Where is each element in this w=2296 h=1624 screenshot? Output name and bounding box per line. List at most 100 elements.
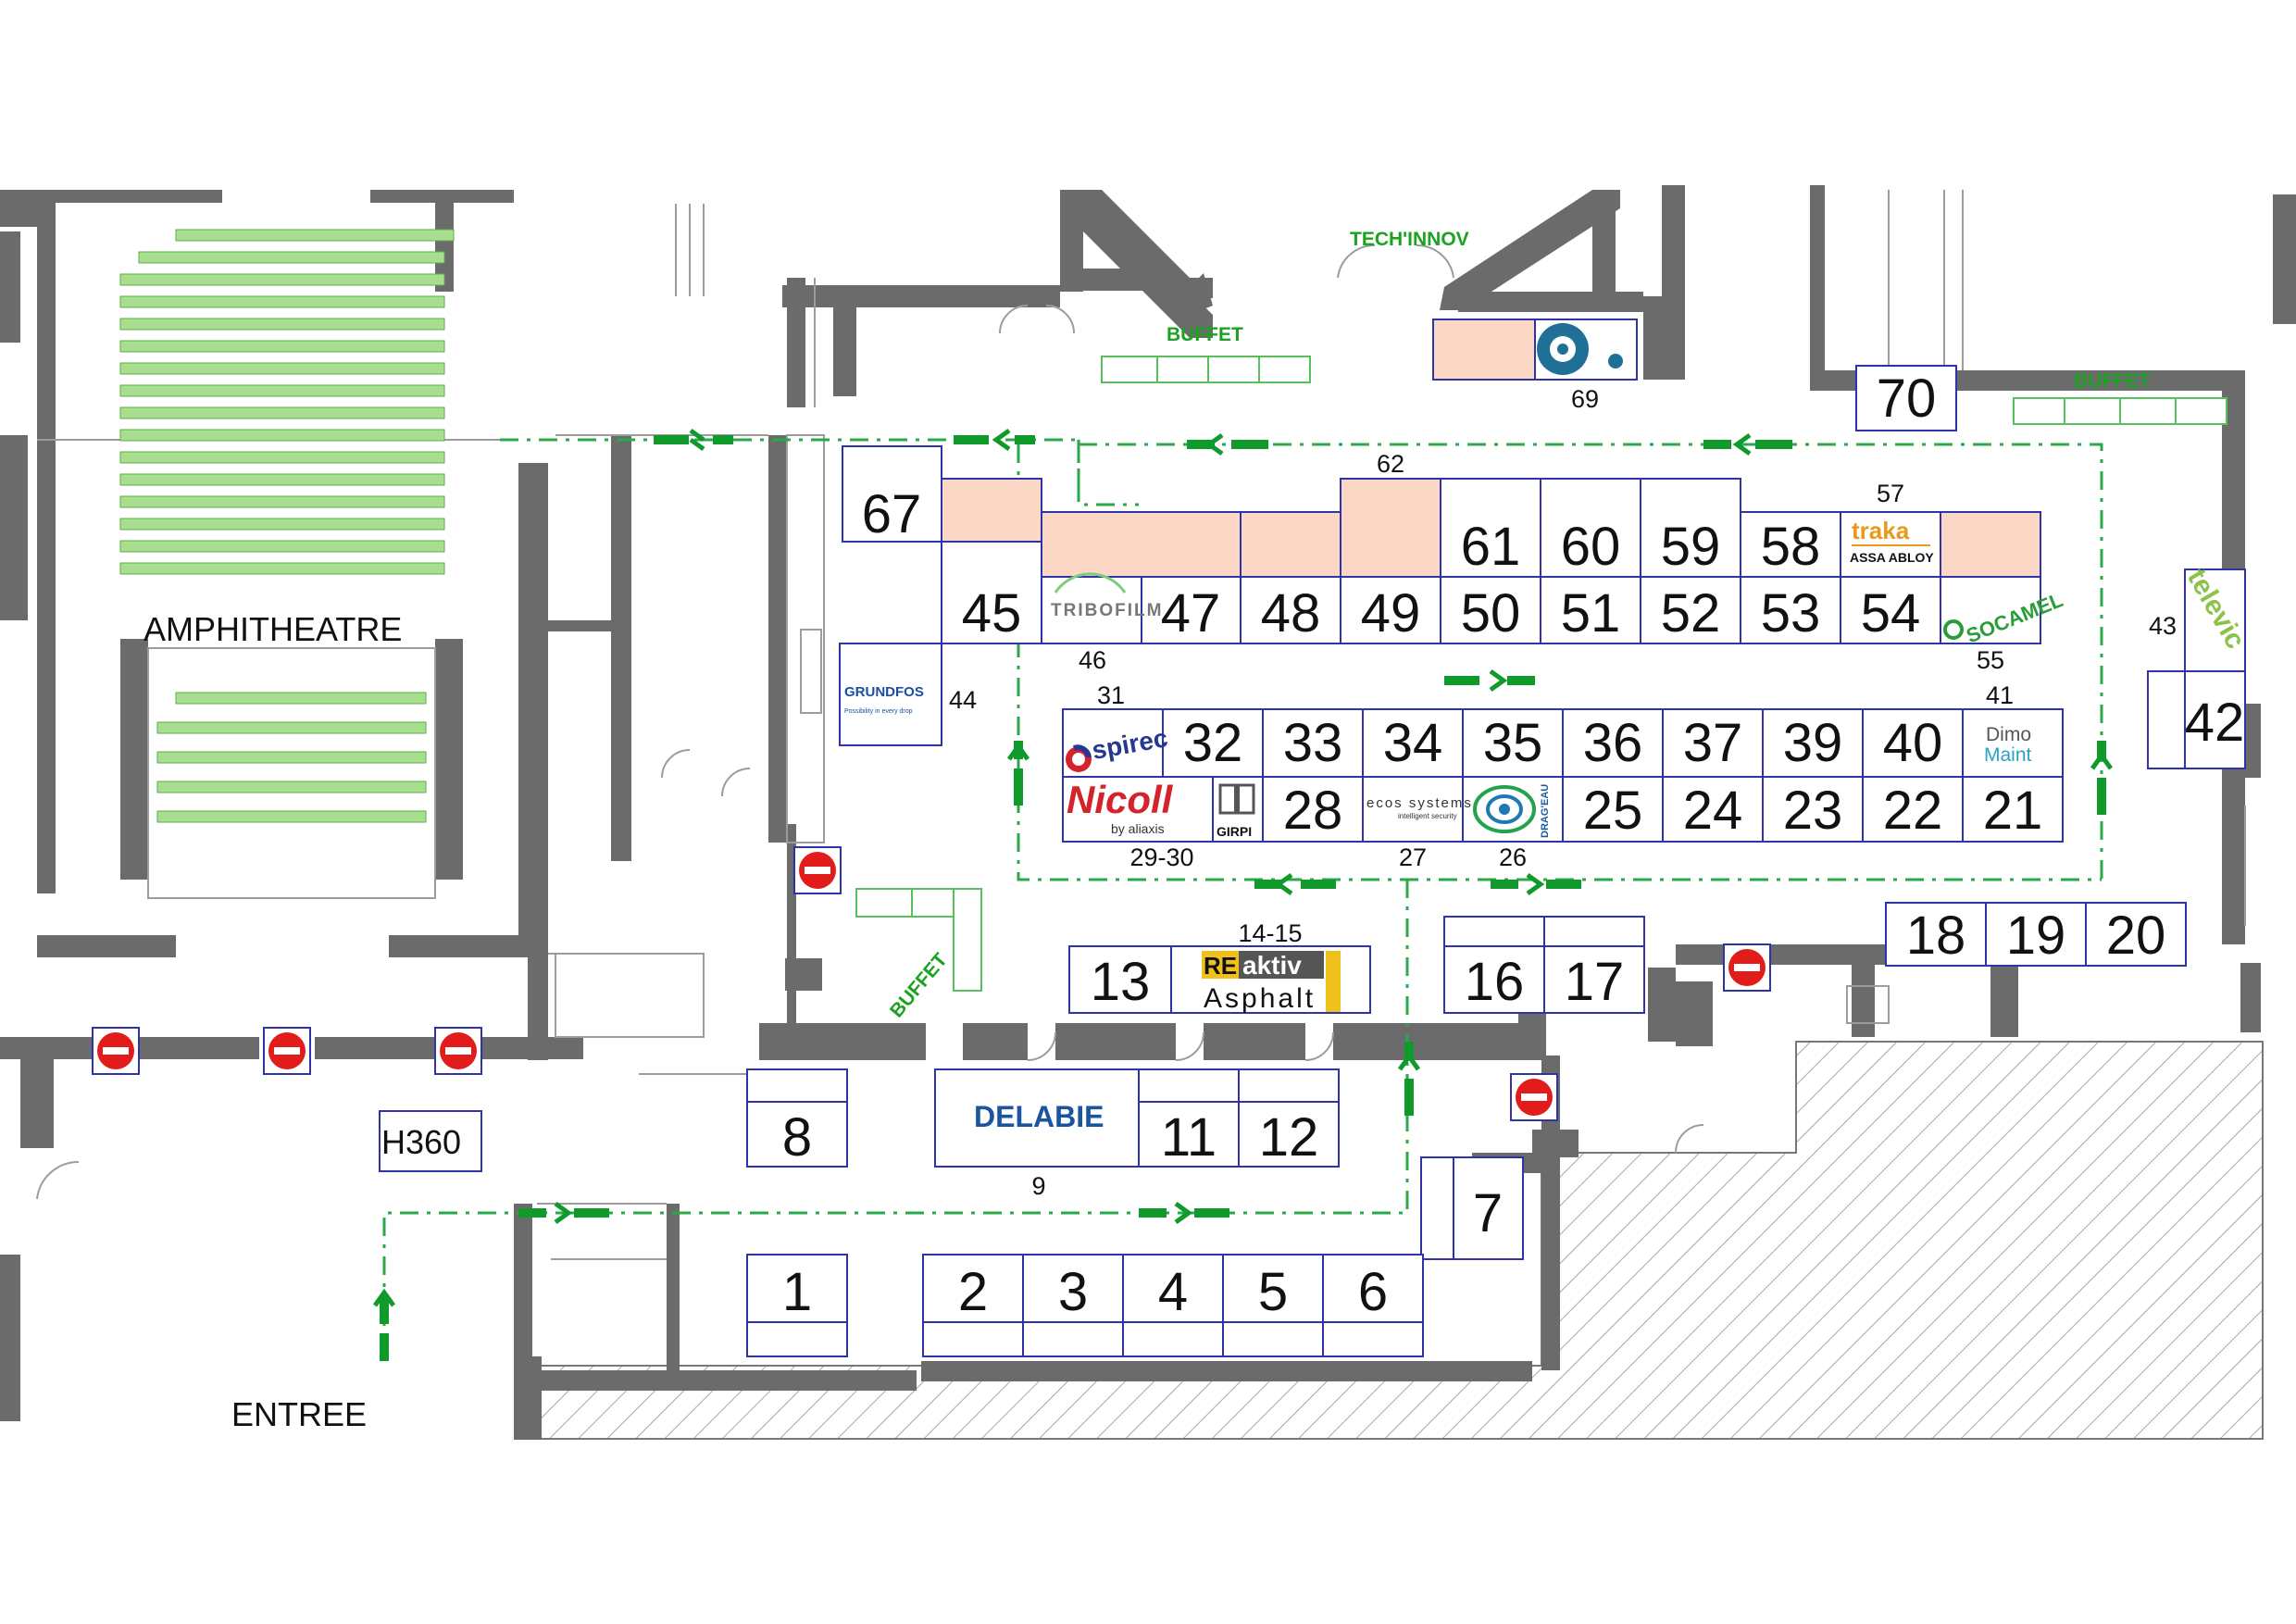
- arrow-left-icon: [1732, 432, 1752, 456]
- grundfos-tagline: Possibility in every drop: [844, 708, 913, 715]
- booth-70[interactable]: 70: [1877, 369, 1937, 429]
- booth-53[interactable]: 53: [1761, 583, 1821, 643]
- girpi-logo[interactable]: GIRPI: [1217, 783, 1255, 839]
- nicoll-logo[interactable]: Nicoll by aliaxis: [1067, 778, 1174, 836]
- stand-label-14-15: 14-15: [1238, 919, 1302, 947]
- buffet-label-center: BUFFET: [1167, 324, 1243, 345]
- stand-label-46: 46: [1079, 646, 1106, 674]
- booth-16[interactable]: 16: [1465, 952, 1525, 1012]
- booth-4[interactable]: 4: [1158, 1262, 1188, 1322]
- ecos-tagline: intelligent security: [1398, 812, 1457, 820]
- booth-19[interactable]: 19: [2006, 906, 2066, 966]
- stand-label-43: 43: [2149, 612, 2177, 640]
- booth-32[interactable]: 32: [1183, 713, 1243, 773]
- grundfos-logo[interactable]: GRUNDFOS Possibility in every drop: [844, 684, 924, 715]
- area-labels: AMPHITHEATRE ENTREE TECH'INNOV BUFFET BU…: [144, 229, 2151, 1433]
- booth-28[interactable]: 28: [1283, 781, 1343, 841]
- delabie-logo[interactable]: DELABIE: [974, 1100, 1104, 1133]
- amphitheatre-seats: [119, 229, 455, 899]
- grundfos-text: GRUNDFOS: [844, 684, 924, 700]
- seat-rows-upper: [119, 229, 455, 575]
- no-entry-icon: [434, 1027, 482, 1075]
- booth-13[interactable]: 13: [1091, 952, 1151, 1012]
- h360-label[interactable]: H360: [381, 1123, 461, 1161]
- booth-33[interactable]: 33: [1283, 713, 1343, 773]
- reaktiv-aktiv-text: aktiv: [1242, 951, 1302, 980]
- booth-numbers: 67 45 47 48 49 50 51 52 53 54 61 60 59 5…: [782, 369, 2244, 1322]
- stand-label-57: 57: [1877, 480, 1904, 507]
- stand-labels: 62 57 69 46 55 44 31 41 43 29-30 27 26 1…: [949, 385, 2177, 1200]
- arrow-right-icon: [554, 1201, 573, 1225]
- booth-20[interactable]: 20: [2106, 906, 2166, 966]
- stand-label-9: 9: [1031, 1172, 1045, 1200]
- booth-61[interactable]: 61: [1461, 517, 1521, 577]
- booth-18[interactable]: 18: [1906, 906, 1966, 966]
- booth-23[interactable]: 23: [1783, 781, 1843, 841]
- arrow-up-icon: [372, 1288, 396, 1307]
- booth-54[interactable]: 54: [1861, 583, 1921, 643]
- booth-59[interactable]: 59: [1661, 517, 1721, 577]
- buffet-top-right: [2013, 397, 2227, 425]
- stand-label-62: 62: [1377, 450, 1404, 478]
- booth-35[interactable]: 35: [1483, 713, 1543, 773]
- booth-39[interactable]: 39: [1783, 713, 1843, 773]
- buffet-tables: [855, 356, 2227, 992]
- arrow-right-icon: [1174, 1201, 1193, 1225]
- booth-1[interactable]: 1: [782, 1262, 812, 1322]
- booth-24[interactable]: 24: [1683, 781, 1743, 841]
- dimo-maint-logo[interactable]: Dimo Maint: [1984, 724, 2032, 766]
- booth-7[interactable]: 7: [1473, 1183, 1503, 1243]
- booth-37[interactable]: 37: [1683, 713, 1743, 773]
- girpi-text: GIRPI: [1217, 824, 1252, 839]
- reaktiv-asphalt-logo[interactable]: RE aktiv Asphalt: [1202, 951, 1341, 1014]
- booth-34[interactable]: 34: [1383, 713, 1443, 773]
- no-entry-signs: [92, 846, 1771, 1121]
- booth-22[interactable]: 22: [1883, 781, 1943, 841]
- reaktiv-re-text: RE: [1204, 952, 1237, 980]
- seat-rows-lower: [156, 692, 427, 823]
- dragueau-logo[interactable]: DRAG'EAU: [1473, 784, 1551, 838]
- tribofilm-logo[interactable]: TRIBOFILM: [1051, 572, 1163, 620]
- booth-6[interactable]: 6: [1358, 1262, 1388, 1322]
- booth-48[interactable]: 48: [1261, 583, 1321, 643]
- ecos-logo[interactable]: ecos systems intelligent security: [1366, 795, 1473, 820]
- booth-17[interactable]: 17: [1565, 952, 1625, 1012]
- no-entry-icon: [1510, 1073, 1558, 1121]
- techinnov-label: TECH'INNOV: [1350, 229, 1469, 250]
- booth-60[interactable]: 60: [1561, 517, 1621, 577]
- booth-52[interactable]: 52: [1661, 583, 1721, 643]
- booth-69-logo[interactable]: [1537, 323, 1623, 375]
- booth-67[interactable]: 67: [862, 484, 922, 544]
- booth-2[interactable]: 2: [958, 1262, 988, 1322]
- no-entry-icon: [793, 846, 842, 894]
- booth-40[interactable]: 40: [1883, 713, 1943, 773]
- booth-58[interactable]: 58: [1761, 517, 1821, 577]
- arrow-left-icon: [689, 428, 705, 452]
- booth-12[interactable]: 12: [1259, 1107, 1319, 1168]
- stand-label-69: 69: [1571, 385, 1599, 413]
- booth-25[interactable]: 25: [1583, 781, 1643, 841]
- booth-51[interactable]: 51: [1561, 583, 1621, 643]
- exhibitor-logos: TRIBOFILM GRUNDFOS Possibility in every …: [844, 323, 2251, 1133]
- traka-logo[interactable]: traka ASSA ABLOY: [1850, 517, 1934, 565]
- booth-47[interactable]: 47: [1161, 583, 1221, 643]
- no-entry-icon: [263, 1027, 311, 1075]
- dimo-text: Dimo: [1986, 724, 2031, 745]
- booth-45[interactable]: 45: [962, 583, 1022, 643]
- booth-8[interactable]: 8: [782, 1107, 812, 1168]
- booth-11[interactable]: 11: [1161, 1107, 1217, 1168]
- booth-50[interactable]: 50: [1461, 583, 1521, 643]
- booth-5[interactable]: 5: [1258, 1262, 1288, 1322]
- booth-3[interactable]: 3: [1058, 1262, 1088, 1322]
- buffet-label-left: BUFFET: [886, 949, 952, 1021]
- arrow-left-icon: [992, 428, 1011, 452]
- no-entry-icon: [1723, 943, 1771, 992]
- booth-42[interactable]: 42: [2185, 693, 2245, 753]
- booth-49[interactable]: 49: [1361, 583, 1421, 643]
- stand-label-27: 27: [1399, 843, 1427, 871]
- arrow-right-icon: [1526, 872, 1545, 896]
- booth-21[interactable]: 21: [1983, 781, 2043, 841]
- no-entry-icon: [92, 1027, 140, 1075]
- booth-36[interactable]: 36: [1583, 713, 1643, 773]
